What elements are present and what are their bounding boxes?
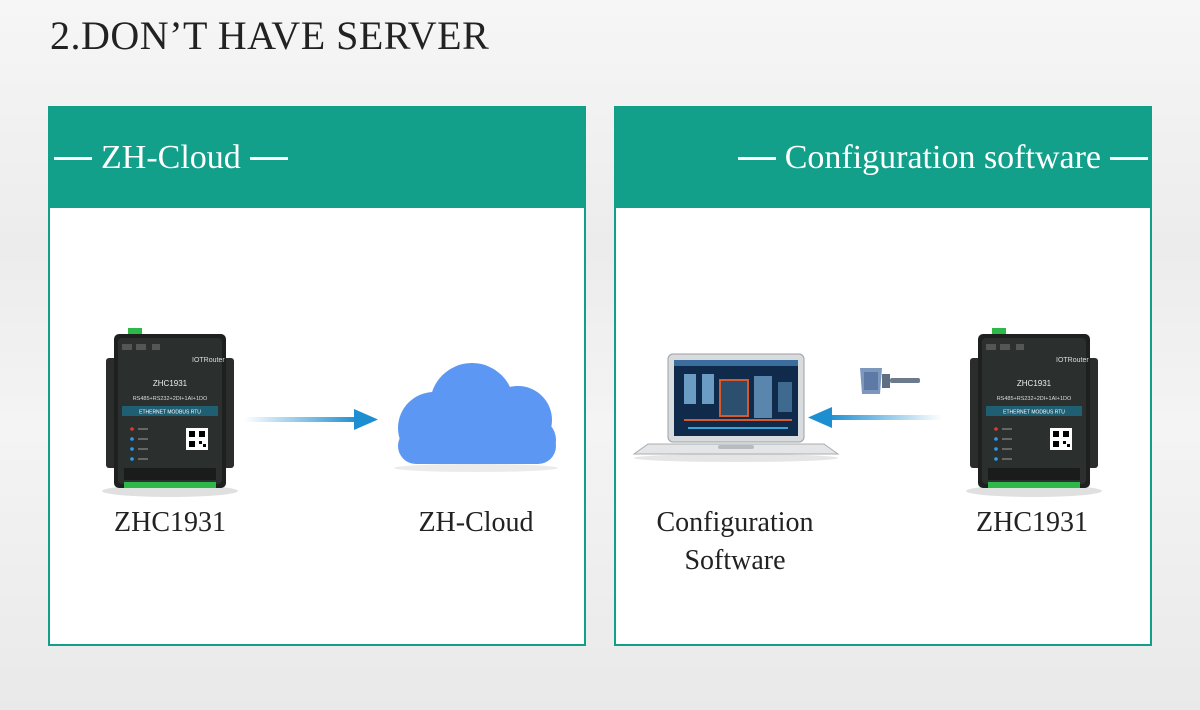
device-subtitle: ETHERNET MODBUS RTU bbox=[139, 410, 201, 416]
device-model: ZHC1931 bbox=[1017, 379, 1052, 388]
device-brand: IOTRouter bbox=[192, 357, 225, 364]
device-brand: IOTRouter bbox=[1056, 357, 1089, 364]
page-title: 2.DON’T HAVE SERVER bbox=[50, 13, 490, 58]
header-dash-right bbox=[1110, 156, 1148, 160]
device-spec: RS485+RS232+2DI+1AI+1DO bbox=[133, 396, 208, 402]
configuration-software-panel-header: Configuration software bbox=[616, 108, 1150, 208]
arrow-left-icon bbox=[808, 407, 942, 428]
device-icon: IOTRouter ZHC1931 RS485+RS232+2DI+1AI+1D… bbox=[102, 328, 238, 497]
device-subtitle: ETHERNET MODBUS RTU bbox=[1003, 410, 1065, 416]
cable-icon bbox=[860, 368, 920, 394]
arrow-right-icon bbox=[244, 409, 378, 430]
cloud-label: ZH-Cloud bbox=[418, 507, 534, 538]
header-dash-right bbox=[249, 156, 288, 160]
device-label: ZHC1931 bbox=[114, 507, 226, 538]
laptop-icon bbox=[632, 353, 840, 462]
device-model: ZHC1931 bbox=[153, 379, 188, 388]
device-icon: IOTRouter ZHC1931 RS485+RS232+2DI+1AI+1D… bbox=[966, 328, 1102, 497]
cloud-icon bbox=[394, 363, 558, 472]
zh-cloud-panel: ZH-Cloud IOTRouter ZHC1931 RS485+RS232+2… bbox=[48, 106, 586, 646]
configuration-software-panel-title: Configuration software bbox=[784, 139, 1101, 176]
software-label-line1: Configuration bbox=[656, 507, 814, 538]
header-dash-left bbox=[54, 156, 92, 160]
device-label: ZHC1931 bbox=[976, 507, 1088, 538]
header-dash-left bbox=[737, 156, 776, 160]
configuration-software-panel: Configuration software bbox=[614, 106, 1152, 646]
device-spec: RS485+RS232+2DI+1AI+1DO bbox=[997, 396, 1072, 402]
software-label: Configuration Software bbox=[630, 504, 840, 580]
software-label-line2: Software bbox=[684, 545, 786, 576]
zh-cloud-panel-title: ZH-Cloud bbox=[101, 139, 241, 176]
zh-cloud-panel-header: ZH-Cloud bbox=[50, 108, 584, 208]
